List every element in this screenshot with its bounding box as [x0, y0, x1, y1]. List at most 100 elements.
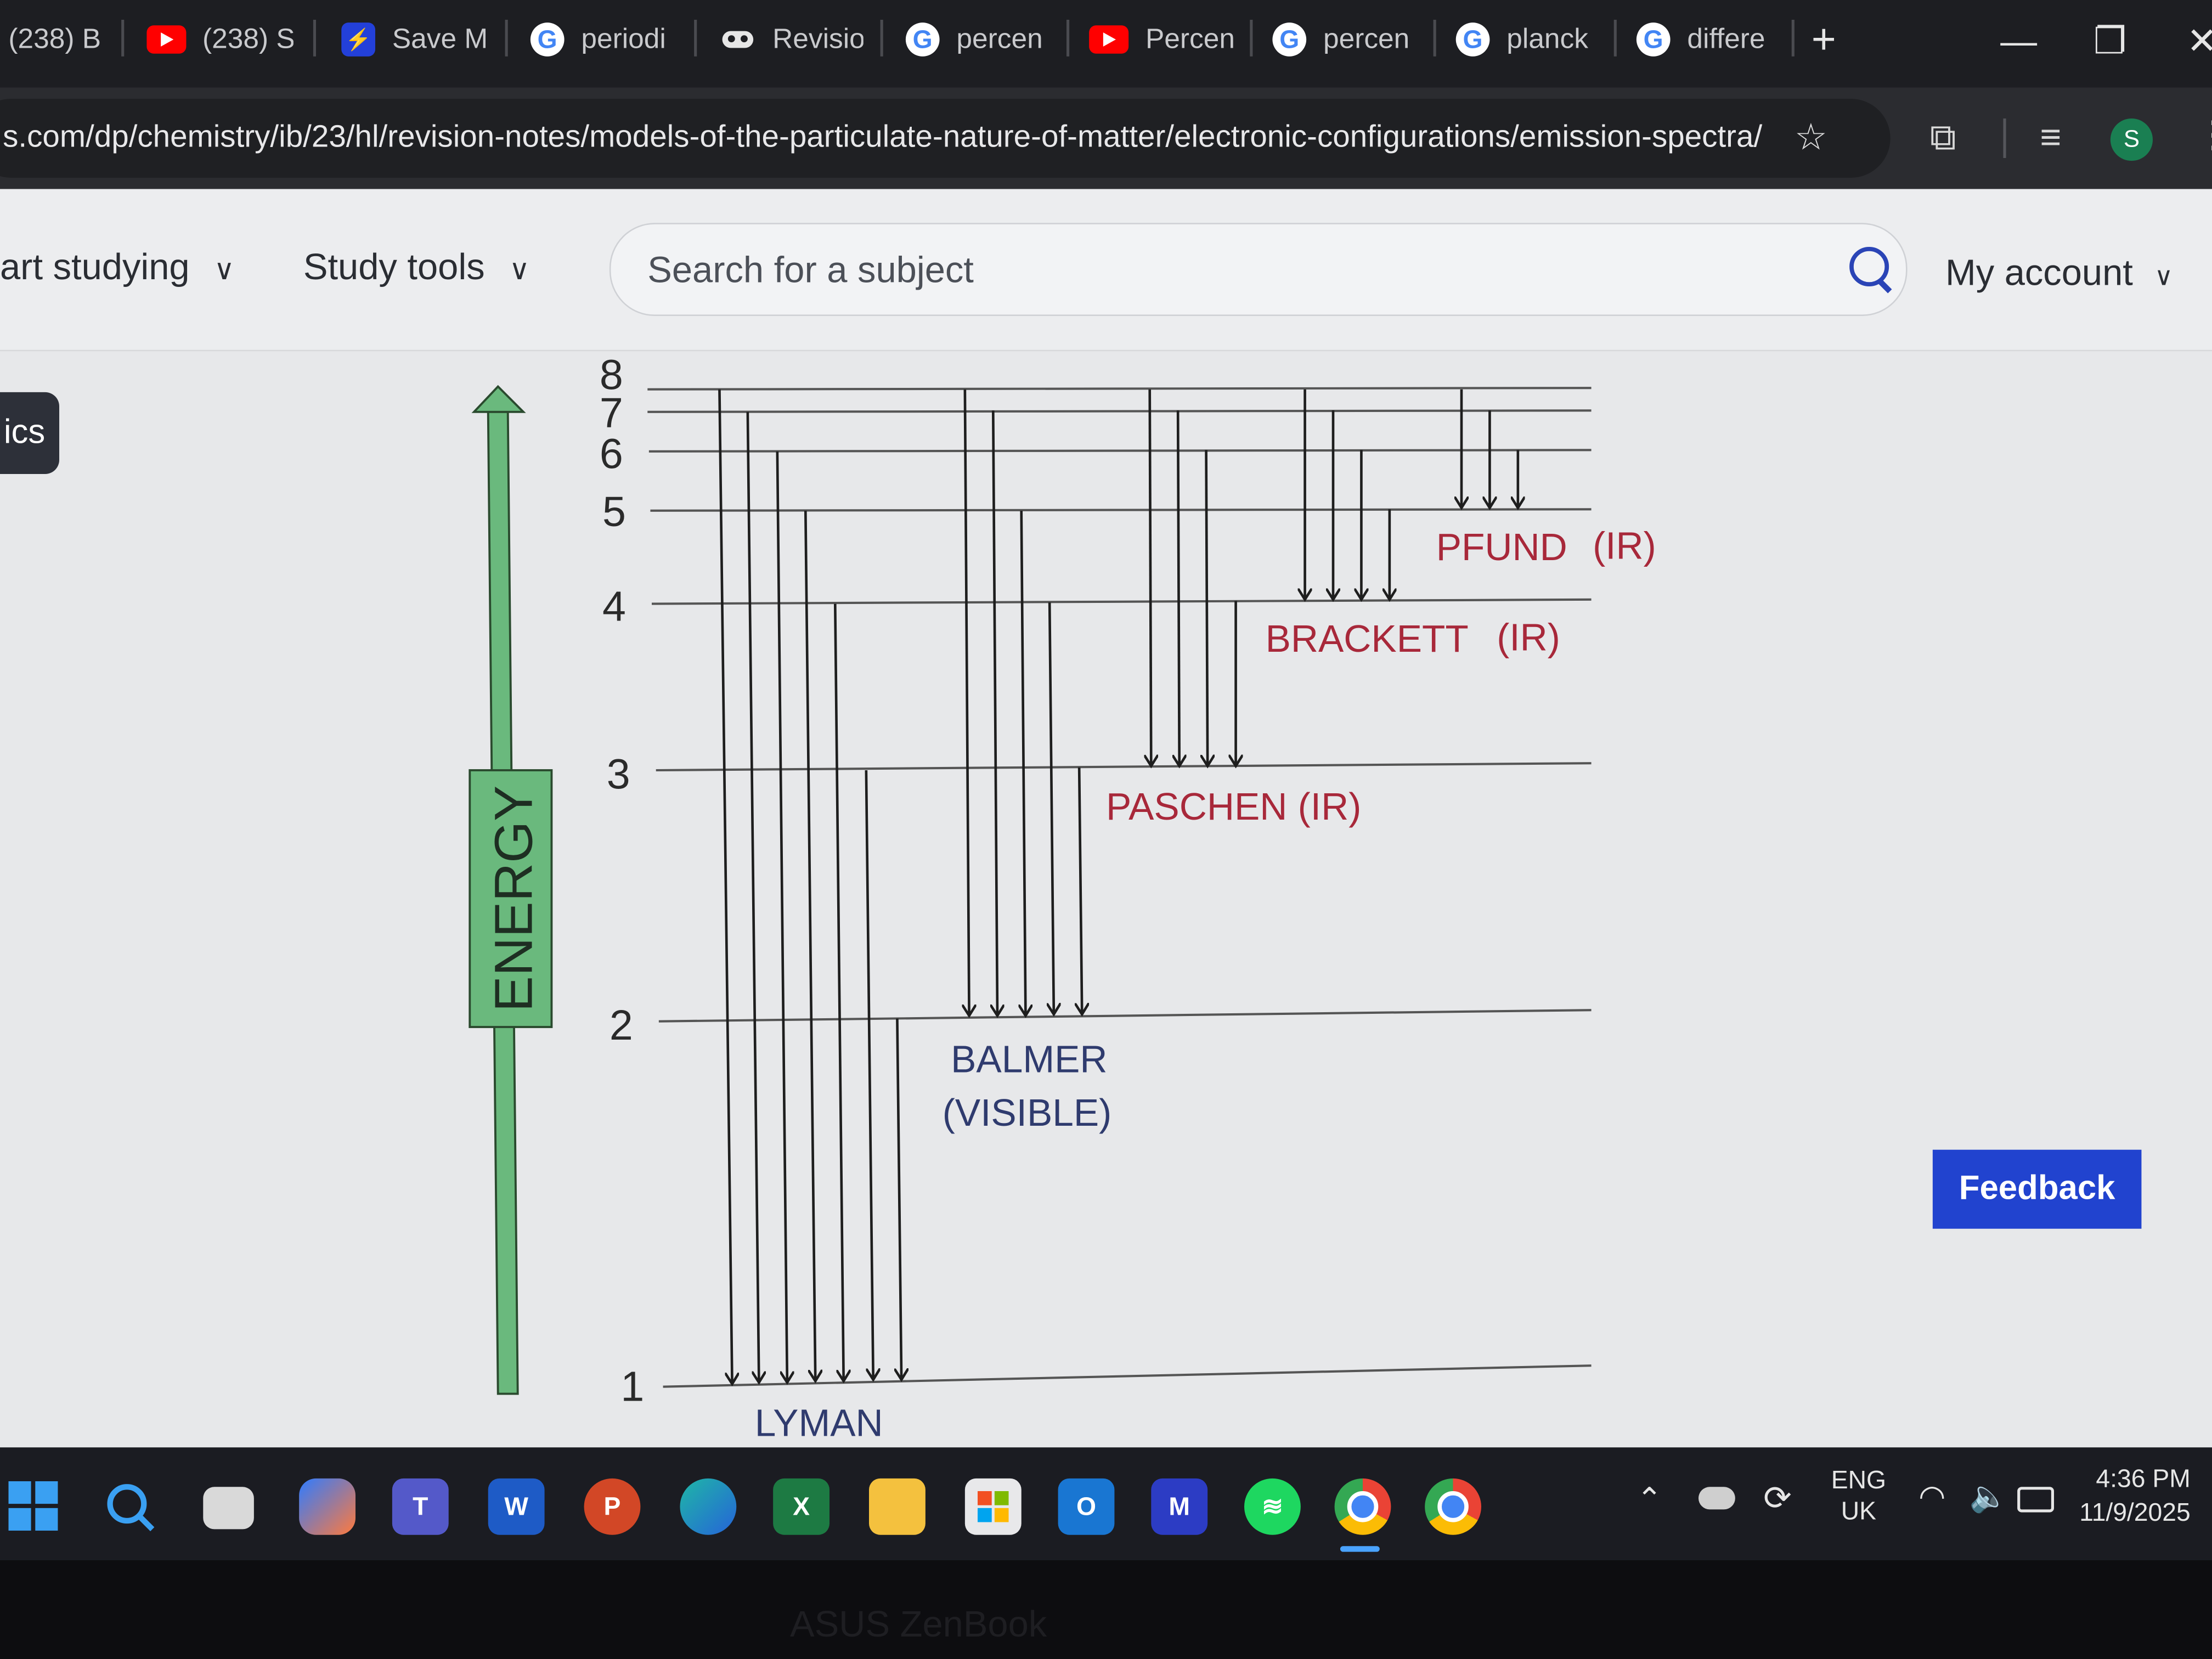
wifi-icon[interactable]: ◠ — [1918, 1478, 1946, 1514]
excel-icon[interactable]: X — [773, 1478, 830, 1535]
level-line-2 — [658, 1009, 1592, 1023]
nav-label: My account — [1945, 251, 2133, 294]
bolt-icon: ⚡ — [341, 22, 375, 57]
energy-label-box — [469, 769, 553, 1028]
tab-label: Revisio — [772, 23, 864, 54]
series-label-paschen: PASCHEN (IR) — [1106, 785, 1361, 828]
minimize-button[interactable]: — — [2000, 20, 2038, 63]
balmer-transition-arrow — [1049, 602, 1054, 1014]
tab-2[interactable]: (238) S — [146, 12, 294, 68]
tab-label: Percen — [1146, 23, 1235, 54]
level-line-7 — [647, 409, 1592, 413]
nav-study-tools[interactable]: Study tools ∨ — [303, 245, 530, 289]
tab-6[interactable]: G percen — [905, 12, 1052, 68]
menu-icon[interactable]: ⋮ — [2195, 113, 2212, 157]
nav-label: art studying — [0, 245, 190, 288]
tab-7[interactable]: Percen — [1089, 12, 1235, 68]
tab-divider — [1250, 20, 1253, 57]
tab-divider — [313, 20, 316, 57]
lyman-transition-arrow — [746, 411, 759, 1383]
restore-button[interactable]: ❐ — [2094, 20, 2126, 63]
tab-5[interactable]: Revisio — [722, 12, 864, 68]
energy-levels — [647, 387, 1592, 1388]
level-line-1 — [663, 1364, 1592, 1388]
chevron-down-icon: ∨ — [2154, 262, 2173, 291]
balmer-transition-arrow — [1079, 767, 1082, 1014]
series-sublabel-pfund: (IR) — [1593, 524, 1656, 567]
chevron-down-icon: ∨ — [213, 255, 235, 286]
windows-taskbar: T W P X O M ≋ ⌃ ⟳ ENG UK ◠ 🔈 4:36 PM 11/… — [0, 1447, 2212, 1560]
cloud-icon[interactable] — [1699, 1487, 1735, 1510]
search-bar[interactable]: Search for a subject — [609, 223, 1908, 316]
volume-icon[interactable]: 🔈 — [1969, 1478, 2008, 1514]
nav-label: Study tools — [303, 245, 485, 288]
new-tab-button[interactable]: + — [1811, 16, 1836, 64]
copilot-icon[interactable] — [299, 1478, 356, 1535]
profile-avatar[interactable]: S — [2110, 119, 2153, 161]
tab-10[interactable]: G differe — [1636, 12, 1778, 68]
extensions-icon[interactable]: ⧉ — [1929, 115, 1956, 158]
folder-icon[interactable] — [869, 1478, 926, 1535]
star-icon[interactable]: ☆ — [1794, 115, 1827, 158]
chevron-up-icon[interactable]: ⌃ — [1636, 1481, 1663, 1517]
time-text: 4:36 PM — [2096, 1464, 2191, 1493]
tab-4[interactable]: G periodi — [530, 12, 680, 68]
sync-icon[interactable]: ⟳ — [1763, 1480, 1792, 1518]
browser-tab-strip: (238) B (238) S ⚡ Save M G periodi Revis… — [0, 0, 2212, 88]
media-control-icon[interactable]: ≡ — [2040, 115, 2062, 158]
tab-label: differe — [1687, 23, 1765, 54]
nav-my-account[interactable]: My account ∨ — [1945, 251, 2173, 295]
word-icon[interactable]: W — [488, 1478, 545, 1535]
url-text: s.com/dp/chemistry/ib/23/hl/revision-not… — [3, 119, 1763, 154]
tab-divider — [1613, 20, 1617, 57]
transitions-brackett — [1305, 389, 1390, 600]
spotify-icon[interactable]: ≋ — [1244, 1478, 1301, 1535]
search-icon[interactable] — [1849, 247, 1889, 286]
tab-8[interactable]: G percen — [1272, 12, 1419, 68]
level-line-4 — [651, 598, 1592, 605]
clock[interactable]: 4:36 PM 11/9/2025 — [2079, 1462, 2191, 1529]
tab-divider — [694, 20, 697, 57]
tab-label: planck — [1506, 23, 1588, 54]
chrome-icon[interactable] — [1425, 1478, 1481, 1535]
tab-label: periodi — [581, 23, 666, 54]
balmer-transition-arrow — [965, 389, 969, 1016]
task-view-icon[interactable] — [203, 1487, 254, 1530]
site-header: art studying ∨ Study tools ∨ Search for … — [0, 189, 2212, 352]
tab-3[interactable]: ⚡ Save M — [341, 12, 488, 68]
google-icon: G — [1636, 22, 1671, 57]
battery-icon[interactable] — [2017, 1487, 2054, 1513]
transitions-lyman — [718, 389, 901, 1384]
level-numbers: 8 7 6 5 4 3 2 1 — [600, 352, 644, 1410]
level-line-3 — [656, 762, 1592, 772]
search-icon[interactable] — [101, 1479, 158, 1535]
series-label-pfund: PFUND — [1436, 526, 1567, 568]
nav-start-studying[interactable]: art studying ∨ — [0, 245, 235, 289]
language-indicator[interactable]: ENG UK — [1831, 1464, 1886, 1526]
paschen-transition-arrow — [1206, 450, 1208, 766]
level-number: 1 — [620, 1363, 644, 1410]
energy-arrow-head — [471, 385, 526, 413]
address-bar[interactable]: s.com/dp/chemistry/ib/23/hl/revision-not… — [0, 99, 1891, 178]
transitions-pfund — [1462, 389, 1518, 508]
edge-icon[interactable] — [680, 1478, 737, 1535]
windows-start-icon[interactable] — [5, 1479, 62, 1535]
chrome-icon[interactable] — [1334, 1478, 1391, 1535]
app-icon[interactable]: M — [1151, 1478, 1208, 1535]
store-icon[interactable] — [964, 1478, 1022, 1535]
outlook-icon[interactable]: O — [1058, 1478, 1115, 1535]
powerpoint-icon[interactable]: P — [584, 1478, 641, 1535]
laptop-brand: ASUS ZenBook — [790, 1602, 1047, 1645]
level-number: 4 — [602, 583, 626, 630]
language-code: ENG — [1831, 1465, 1887, 1494]
tab-label: Save M — [392, 23, 488, 54]
feedback-button[interactable]: Feedback — [1932, 1149, 2142, 1229]
close-button[interactable]: ✕ — [2187, 20, 2212, 64]
teams-icon[interactable]: T — [392, 1478, 449, 1535]
tab-9[interactable]: G planck — [1455, 12, 1597, 68]
tab-1[interactable]: (238) B — [8, 12, 107, 68]
side-tab[interactable]: ics — [0, 392, 60, 474]
google-icon: G — [530, 22, 565, 57]
youtube-icon — [146, 25, 186, 54]
